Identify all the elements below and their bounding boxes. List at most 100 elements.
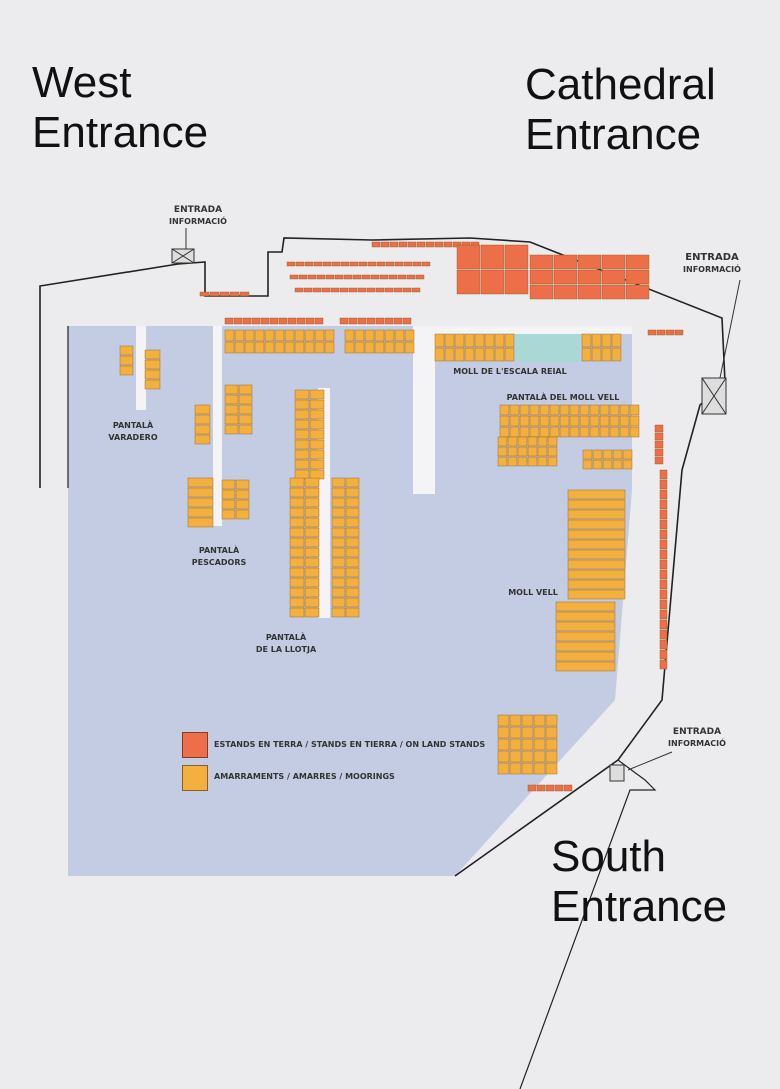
stand-block [659,479,668,490]
stand-block [348,317,358,325]
west-entrance-kiosk-cross2 [171,248,195,264]
mooring-block [331,477,346,488]
mooring-block [582,459,593,470]
mooring-block [289,587,305,598]
stand-block [659,529,668,540]
stand-block [224,317,234,325]
mooring-block [509,738,522,751]
mooring-block [507,456,518,467]
mooring-block [194,414,211,425]
mooring-block [509,750,522,763]
stand-block [403,261,413,267]
pantala-varadero-label-2: VARADERO [108,433,157,442]
mooring-block [374,329,385,342]
mooring-block [345,517,360,528]
mooring-block [527,446,538,457]
mooring-block [331,607,346,618]
stand-block [659,469,668,480]
mooring-block [609,404,620,416]
mooring-block [555,601,616,612]
mooring-block [144,359,161,370]
mooring-block [612,459,623,470]
mooring-block [144,369,161,380]
mooring-block [331,497,346,508]
stand-block [295,261,305,267]
mooring-block [549,426,560,438]
mooring-block [555,611,616,622]
mooring-block [187,497,214,508]
mooring-block [119,355,134,366]
west-entrada-label: ENTRADA [174,205,222,215]
mooring-block [294,329,305,342]
mooring-block [331,557,346,568]
mooring-block [274,329,285,342]
mooring-block [224,329,235,342]
stand-block [577,284,602,300]
cathedral-entrance-arrow [719,279,741,379]
stand-block [289,274,299,280]
mooring-block [517,446,528,457]
mooring-block [509,426,520,438]
mooring-block [309,429,325,440]
stand-block [294,287,304,293]
mooring-block [545,750,558,763]
mooring-block [304,517,320,528]
mooring-block [304,597,320,608]
mooring-block [592,449,603,460]
mooring-block [309,439,325,450]
stand-block [307,274,317,280]
mooring-block [294,439,310,450]
cathedral-entrance-line1: Cathedral [525,60,716,109]
mooring-block [464,347,475,362]
mooring-block [254,329,265,342]
stand-block [331,261,341,267]
mooring-block [539,415,550,427]
mooring-block [345,477,360,488]
mooring-block [314,341,325,354]
stand-block [625,269,650,285]
on-land-stands [199,241,684,792]
mooring-block [289,547,305,558]
mooring-block [567,519,626,530]
stand-block [659,569,668,580]
mooring-block [559,415,570,427]
mooring-block [235,479,250,490]
mooring-block [601,347,612,362]
mooring-block [394,329,405,342]
mooring-block [304,507,320,518]
stand-block [219,291,230,297]
stand-block [504,244,529,270]
mooring-block [238,414,253,425]
stand-block [654,440,664,449]
stand-block [334,274,344,280]
mooring-block [394,341,405,354]
cathedral-entrance-line2: Entrance [525,110,702,159]
mooring-block [579,415,590,427]
mooring-block [331,527,346,538]
stand-block [654,432,664,441]
mooring-block [238,394,253,405]
mooring-block [602,449,613,460]
pier-pescadors [213,326,222,526]
stand-block [659,519,668,530]
mooring-block [309,399,325,410]
stand-block [659,489,668,500]
mooring-block [559,404,570,416]
mooring-block [221,489,236,500]
mooring-block [591,347,602,362]
mooring-block [509,415,520,427]
mooring-block [545,762,558,775]
mooring-block [309,419,325,430]
stand-block [529,269,554,285]
west-entrance-title: West Entrance [32,58,208,158]
mooring-block [404,341,415,354]
mooring-block [504,333,515,348]
mooring-block [345,547,360,558]
mooring-block [294,469,310,480]
stand-block [375,287,385,293]
stand-block [402,317,412,325]
quay-outline [39,237,726,877]
mooring-block [599,426,610,438]
mooring-block [591,333,602,348]
mooring-block [354,341,365,354]
